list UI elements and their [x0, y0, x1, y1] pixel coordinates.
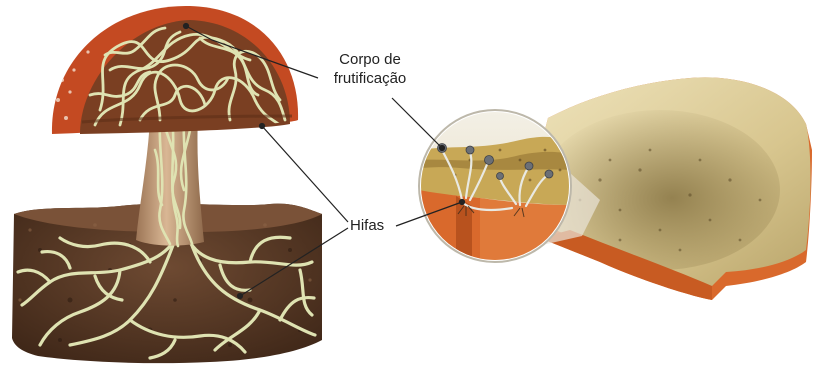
leader-corpo-to-sporangium — [392, 98, 442, 148]
mushroom-stem — [136, 116, 204, 246]
mushroom-illustration — [12, 6, 322, 363]
mushroom-cap — [52, 6, 298, 134]
fruiting-body-label: Corpo de frutificação — [318, 50, 422, 88]
magnified-mold-inset — [419, 110, 571, 262]
hyphae-label: Hifas — [350, 216, 384, 235]
fruiting-body-label-line2: frutificação — [318, 69, 422, 88]
fruiting-body-label-line1: Corpo de — [318, 50, 422, 69]
